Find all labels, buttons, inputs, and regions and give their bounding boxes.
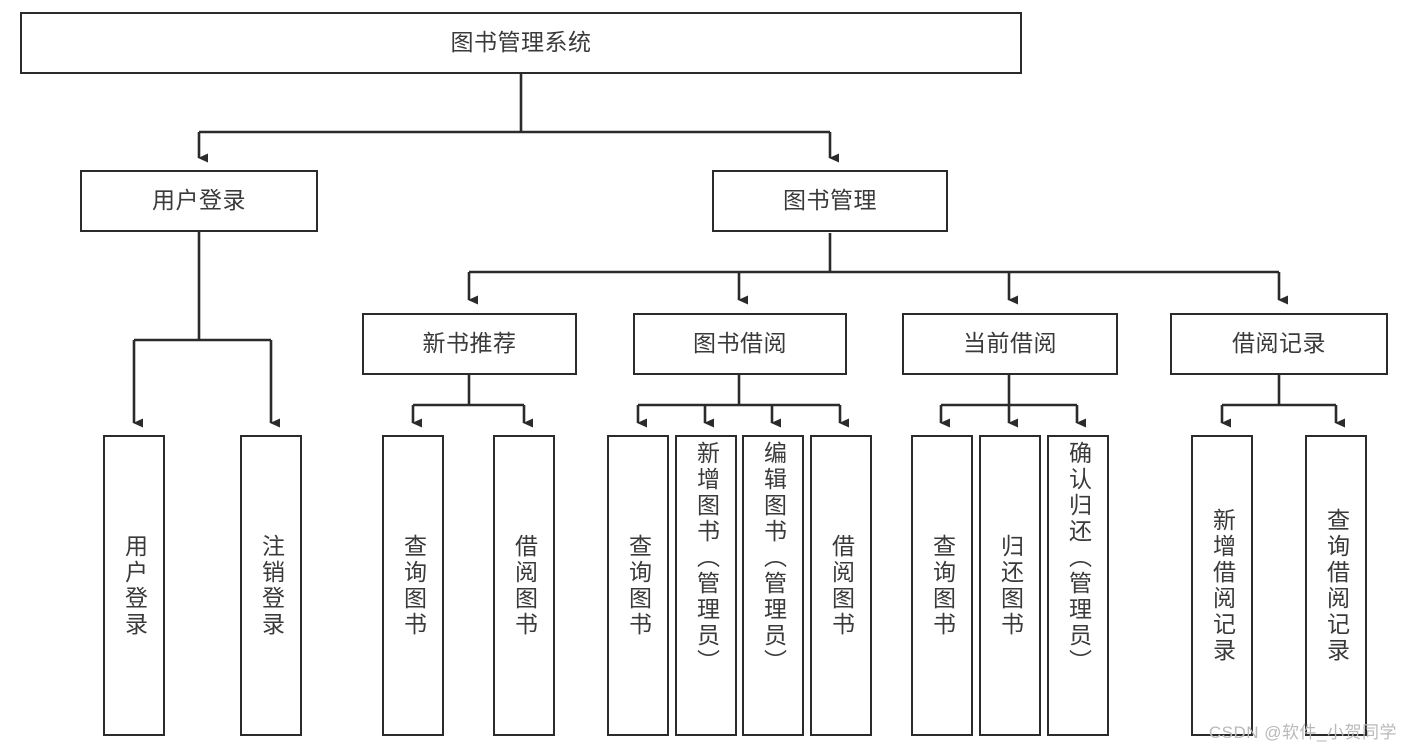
node-label: 确认归还（管理员） [1065, 441, 1092, 675]
node-label: 查询图书 [400, 533, 427, 638]
node-label: 用户登录 [152, 187, 246, 214]
node-label: 图书管理 [783, 187, 877, 214]
node-label: 注销登录 [258, 533, 285, 638]
node-label: 新增图书（管理员） [693, 441, 720, 675]
node-label: 新增借阅记录 [1209, 507, 1236, 664]
node-label: 查询图书 [625, 533, 652, 638]
node-label: 当前借阅 [963, 330, 1057, 357]
node-leaf-query-book-current[interactable]: 查询图书 [911, 435, 973, 736]
node-book-management[interactable]: 图书管理 [712, 170, 948, 232]
node-label: 图书借阅 [693, 330, 787, 357]
node-current-borrowing[interactable]: 当前借阅 [902, 313, 1118, 375]
node-leaf-confirm-return-admin[interactable]: 确认归还（管理员） [1047, 435, 1109, 736]
node-label: 查询借阅记录 [1323, 507, 1350, 664]
node-label: 用户登录 [121, 533, 148, 638]
node-user-login[interactable]: 用户登录 [80, 170, 318, 232]
node-leaf-add-borrow-record[interactable]: 新增借阅记录 [1191, 435, 1253, 736]
node-label: 归还图书 [997, 533, 1024, 638]
csdn-watermark: CSDN @软件_小贺同学 [1208, 723, 1397, 742]
node-leaf-edit-book-admin[interactable]: 编辑图书（管理员） [742, 435, 804, 736]
node-label: 查询图书 [929, 533, 956, 638]
node-leaf-query-borrow-record[interactable]: 查询借阅记录 [1305, 435, 1367, 736]
node-book-borrowing[interactable]: 图书借阅 [633, 313, 847, 375]
node-label: 借阅图书 [511, 533, 538, 638]
node-label: 新书推荐 [422, 330, 517, 357]
node-label: 编辑图书（管理员） [760, 441, 787, 675]
node-leaf-query-book-borrow[interactable]: 查询图书 [607, 435, 669, 736]
node-leaf-query-book-newbook[interactable]: 查询图书 [382, 435, 444, 736]
node-leaf-borrow-book[interactable]: 借阅图书 [810, 435, 872, 736]
node-leaf-user-login[interactable]: 用户登录 [103, 435, 165, 736]
node-label: 图书管理系统 [450, 29, 592, 56]
node-new-book-recommendation[interactable]: 新书推荐 [362, 313, 577, 375]
node-borrowing-records[interactable]: 借阅记录 [1170, 313, 1388, 375]
node-leaf-add-book-admin[interactable]: 新增图书（管理员） [675, 435, 737, 736]
node-leaf-logout[interactable]: 注销登录 [240, 435, 302, 736]
node-label: 借阅图书 [828, 533, 855, 638]
node-root-book-management-system[interactable]: 图书管理系统 [20, 12, 1022, 74]
node-label: 借阅记录 [1232, 330, 1326, 357]
node-leaf-return-book[interactable]: 归还图书 [979, 435, 1041, 736]
node-leaf-borrow-book-newbook[interactable]: 借阅图书 [493, 435, 555, 736]
